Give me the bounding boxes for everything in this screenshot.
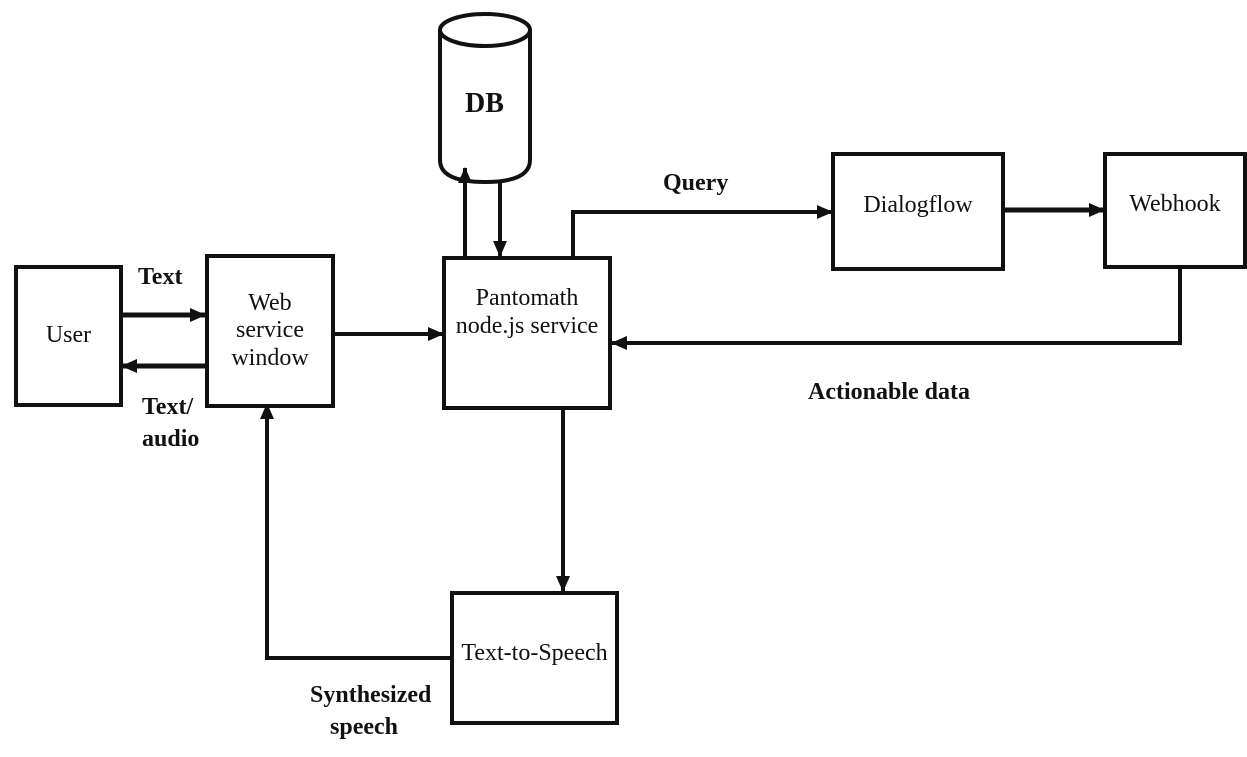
edge-label-synthesized-1: Synthesized [310, 682, 432, 708]
web-service-box: Web service window [205, 254, 335, 408]
arrow-pantomath-to-dialogflow [571, 205, 833, 256]
webhook-box: Webhook [1103, 152, 1247, 269]
tts-label: Text-to-Speech [461, 640, 608, 667]
webhook-label: Webhook [1129, 190, 1221, 217]
user-box: User [14, 265, 123, 407]
db-label: DB [465, 88, 504, 119]
arrow-tts-to-web [260, 403, 451, 660]
dialogflow-box: Dialogflow [831, 152, 1005, 271]
edge-label-text-audio-1: Text/ [142, 394, 194, 420]
arrow-webhook-to-pantomath [611, 268, 1182, 350]
web-service-label: Web service window [231, 289, 309, 371]
edge-label-text: Text [138, 264, 183, 290]
edge-label-actionable: Actionable data [808, 379, 970, 405]
tts-box: Text-to-Speech [450, 591, 619, 725]
edge-label-synthesized-2: speech [330, 714, 398, 740]
edge-label-text-audio-2: audio [142, 426, 200, 452]
edge-label-query: Query [663, 170, 729, 196]
user-label: User [45, 322, 92, 349]
pantomath-box: Pantomath node.js service [442, 256, 612, 410]
db-cylinder [438, 12, 532, 185]
dialogflow-label: Dialogflow [863, 191, 973, 218]
pantomath-label: Pantomath node.js service [455, 285, 599, 339]
